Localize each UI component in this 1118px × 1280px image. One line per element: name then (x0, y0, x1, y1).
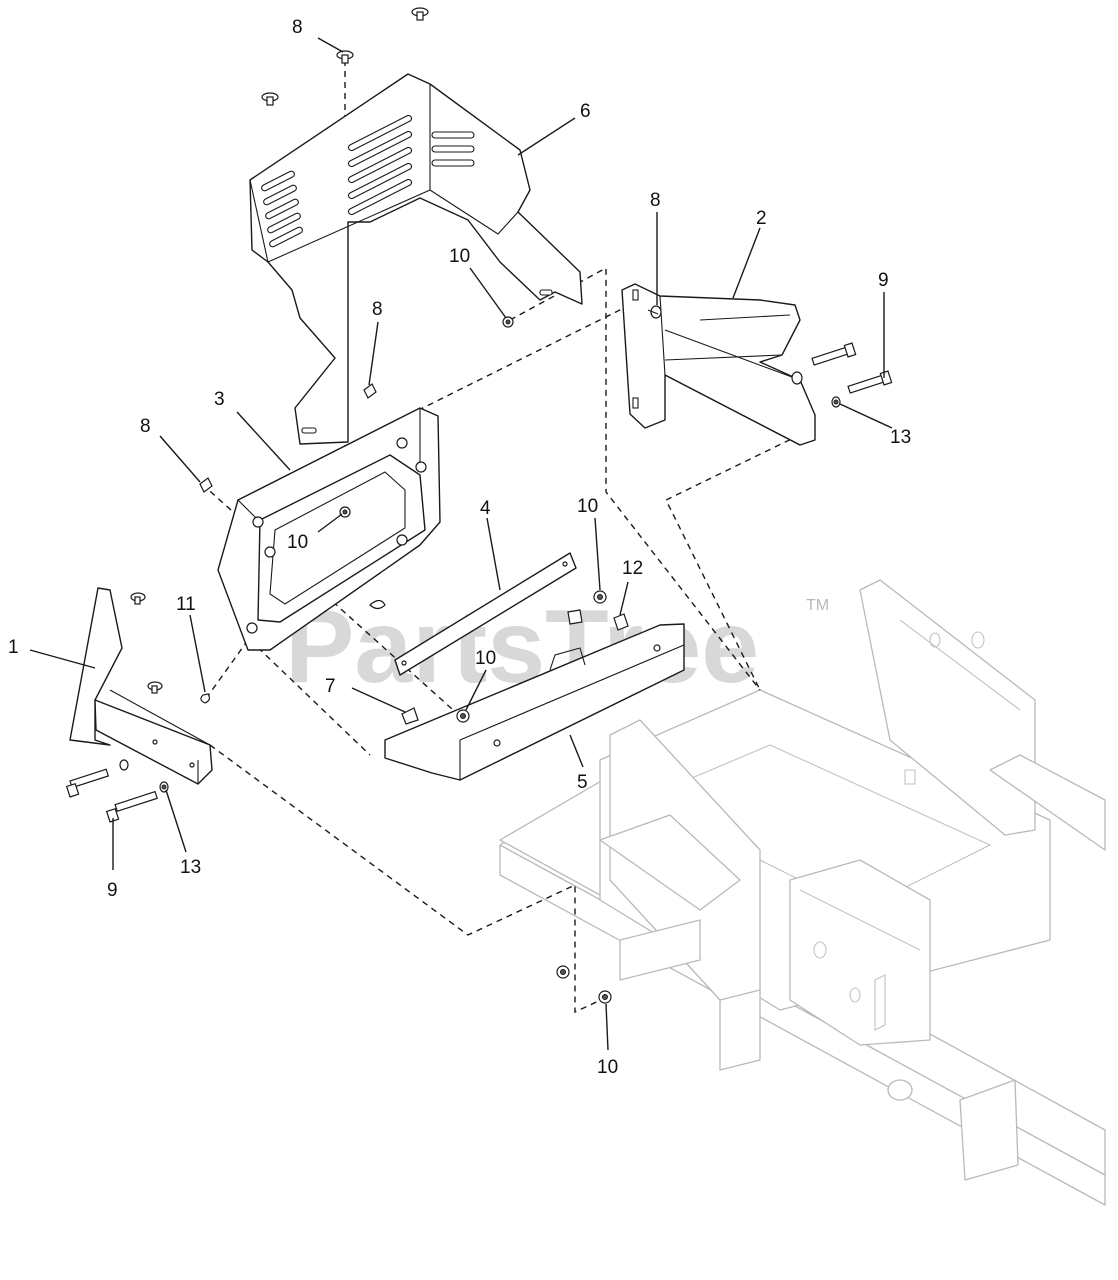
callout-labels: 8 6 8 2 10 9 8 3 8 13 10 4 10 12 11 1 10… (8, 17, 911, 1078)
pin (369, 599, 386, 610)
nut (502, 316, 514, 328)
carriage-bolt (411, 7, 429, 21)
callout-8-right: 8 (650, 190, 661, 211)
carriage-bolt (336, 50, 354, 64)
callout-8-top: 8 (292, 17, 303, 38)
part-1-left-bracket (69, 587, 213, 785)
clip (200, 693, 211, 704)
callout-3: 3 (214, 389, 225, 410)
callout-11: 11 (176, 594, 196, 615)
clip (401, 707, 419, 725)
watermark-trademark: TM (806, 597, 829, 614)
hex-bolt (105, 790, 158, 823)
callout-7: 7 (325, 676, 336, 697)
callout-10-bottom: 10 (597, 1057, 618, 1078)
nut (567, 609, 583, 625)
callout-8-left: 8 (140, 416, 151, 437)
carriage-bolt (130, 592, 146, 605)
part-6-shield (249, 73, 583, 445)
part-2-right-bracket (621, 283, 816, 446)
vent-slots (261, 114, 475, 248)
callout-2: 2 (756, 208, 767, 229)
part-4-cover-plate (394, 552, 577, 676)
leader-lines (29, 37, 893, 1051)
bolt (363, 383, 377, 399)
hex-bolt (811, 342, 857, 366)
washer (159, 781, 169, 793)
callout-6: 6 (580, 101, 591, 122)
nut (598, 990, 612, 1004)
nut (339, 506, 351, 518)
bolt (647, 305, 662, 319)
washer (831, 396, 841, 408)
callout-10-upper: 10 (449, 246, 470, 267)
callout-9-right: 9 (878, 270, 889, 291)
nut (556, 965, 570, 979)
washer (119, 759, 129, 771)
hex-bolt (65, 768, 110, 798)
callout-10-right: 10 (577, 496, 598, 517)
washer (791, 371, 803, 385)
part-3-seat-frame (217, 407, 441, 651)
carriage-bolt (147, 681, 163, 694)
part-5-lower-panel (384, 623, 685, 781)
tractor-frame (499, 579, 1106, 1206)
callout-5: 5 (577, 772, 588, 793)
callout-4: 4 (480, 498, 491, 519)
bolt (613, 613, 629, 631)
callout-9-left: 9 (107, 880, 118, 901)
carriage-bolt (261, 92, 279, 106)
callout-13-left: 13 (180, 857, 201, 878)
callout-12: 12 (622, 558, 643, 579)
nut (456, 709, 470, 723)
bolt (199, 477, 213, 493)
callout-13-right: 13 (890, 427, 911, 448)
callout-10-center: 10 (475, 648, 496, 669)
callout-10-mid: 10 (287, 532, 308, 553)
hardware (65, 7, 893, 1004)
callout-1: 1 (8, 637, 19, 658)
nut (593, 590, 607, 604)
hex-bolt (847, 370, 893, 394)
callout-8-mid: 8 (372, 299, 383, 320)
